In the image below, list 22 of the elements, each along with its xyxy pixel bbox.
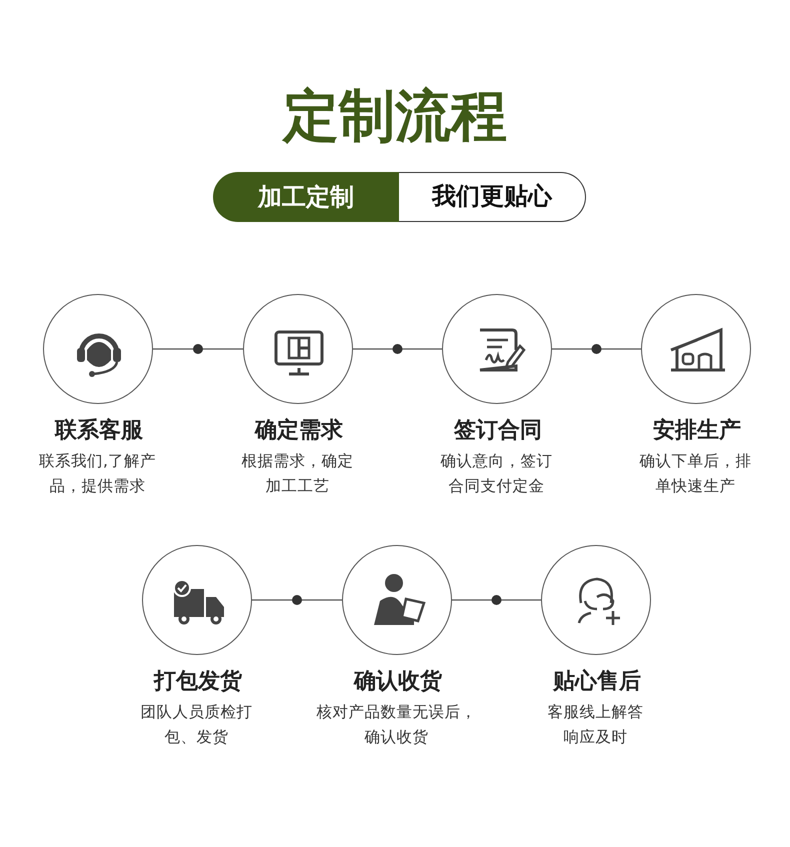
connector-line bbox=[252, 599, 342, 601]
connector-line bbox=[353, 348, 442, 350]
connector-line bbox=[552, 348, 641, 350]
title: 定制流程 bbox=[281, 83, 508, 151]
banner-text: 我们更贴心 bbox=[399, 172, 586, 222]
step-description: 客服线上解答响应及时 bbox=[546, 702, 644, 748]
connector-line bbox=[153, 348, 243, 350]
step-title: 确定需求 bbox=[253, 416, 344, 445]
step-description: 确认下单后，排单快速生产 bbox=[638, 451, 752, 497]
step-title: 签订合同 bbox=[453, 417, 543, 445]
step-title: 贴心售后 bbox=[552, 668, 642, 696]
step-description: 团队人员质检打包、发货 bbox=[140, 702, 254, 748]
banner-tag: 加工定制 bbox=[213, 172, 399, 222]
step-title: 打包发货 bbox=[152, 668, 243, 696]
connector-line bbox=[452, 599, 541, 601]
step-description: 核对产品数量无误后，确认收货 bbox=[316, 702, 478, 748]
step-title: 确认收货 bbox=[352, 668, 443, 696]
step-title: 联系客服 bbox=[54, 416, 144, 445]
step-title: 安排生产 bbox=[652, 416, 742, 445]
step-description: 确认意向，签订合同支付定金 bbox=[440, 451, 554, 497]
step-description: 根据需求，确定加工工艺 bbox=[240, 451, 354, 497]
step-description: 联系我们,了解产品，提供需求 bbox=[38, 451, 156, 497]
